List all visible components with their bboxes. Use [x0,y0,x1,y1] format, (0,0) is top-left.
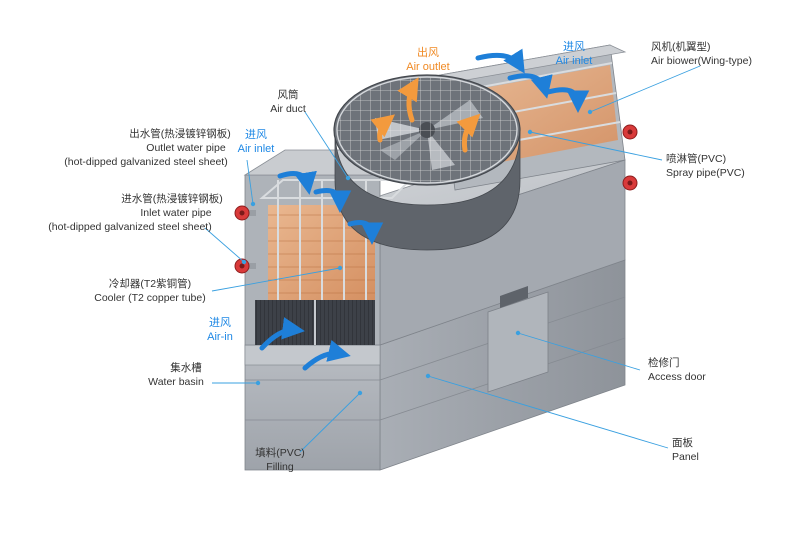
access-door-shadow [500,286,528,308]
inlet-pipe-en: Inlet water pipe [140,207,211,219]
air-inlet-arrow-icon [507,73,553,99]
access-door-cn: 检修门 [648,356,680,369]
blower-en: Air biower(Wing-type) [651,55,752,67]
spray-en: Spray pipe(PVC) [666,167,745,179]
leader-lines [204,65,701,453]
air-flow-arrows [259,48,590,371]
duct-cn: 风筒 [278,88,299,101]
air-outlet-en: Air outlet [406,61,449,73]
access-door [487,291,549,393]
air-inlet-arrow-icon [313,188,352,213]
air-inlet-arrow-icon [347,220,384,245]
inlet-pipe-note: (hot-dipped galvanized steel sheet) [48,221,211,233]
blower-cn: 风机(机翼型) [651,40,711,53]
filling-cn: 填料(PVC) [255,446,305,459]
air-inlet-left-cn: 进风 [245,128,267,141]
outlet-pipe-flange-icon [234,205,256,221]
basin-cn: 集水槽 [170,361,202,374]
air-inlet-arrow-icon [545,87,590,113]
cooler-en: Cooler (T2 copper tube) [94,292,205,304]
basin-en: Water basin [148,376,204,388]
outlet-pipe-en: Outlet water pipe [146,142,226,154]
air-inlet-top-right-cn: 进风 [563,40,585,53]
air-outlet-arrow-icon [397,77,419,123]
air-in-arrow-icon [259,317,305,351]
cooler-cn: 冷却器(T2紫铜管) [109,277,191,290]
duct-en: Air duct [270,103,306,115]
spray-cn: 喷淋管(PVC) [666,152,726,165]
air-in-arrow-icon [302,339,351,371]
right-pipe-flange-top-icon [622,124,638,140]
air-outlet-cn: 出风 [417,45,439,59]
filling-en: Filling [266,461,294,473]
outlet-pipe-note: (hot-dipped galvanized steel sheet) [64,156,227,168]
air-in-cn: 进风 [209,316,231,329]
outlet-pipe-cn: 出水管(热浸镀锌钢板) [129,127,231,140]
labels: 出风 Air outlet 进风 Air inlet 风机(机翼型) Air b… [48,40,752,473]
air-inlet-arrow-icon [475,48,525,74]
fan-guard-grid [337,77,517,183]
air-outlet-arrow-icon [370,114,396,143]
panel-cn: 面板 [672,436,693,449]
access-door-en: Access door [648,371,706,383]
air-inlet-left-en: Air inlet [238,143,275,155]
air-outlet-arrow-icon [456,113,481,153]
air-in-en: Air-in [207,331,233,343]
air-inlet-arrow-icon [277,170,317,195]
pipe-flanges [234,124,638,274]
panel-en: Panel [672,451,699,463]
inlet-pipe-cn: 进水管(热浸镀锌钢板) [121,192,223,205]
air-inlet-top-right-en: Air inlet [556,55,593,67]
right-pipe-flange-bottom-icon [622,175,638,191]
air-duct [333,74,521,251]
